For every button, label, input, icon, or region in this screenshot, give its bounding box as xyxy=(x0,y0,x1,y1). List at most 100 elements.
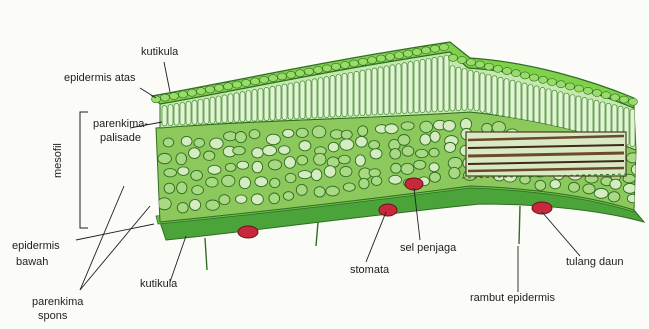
spongy-cell xyxy=(263,145,277,155)
palisade-cell xyxy=(240,92,245,122)
palisade-cell xyxy=(558,92,563,130)
spongy-cell xyxy=(269,193,280,204)
palisade-cell xyxy=(294,82,299,119)
palisade-cell xyxy=(342,73,347,116)
epidermis-cell xyxy=(422,47,431,54)
spongy-cell xyxy=(239,177,250,189)
label-mesofil: mesofil xyxy=(52,143,64,178)
palisade-cell xyxy=(264,87,269,120)
palisade-cell xyxy=(570,95,575,133)
palisade-cell xyxy=(432,57,437,112)
spongy-cell xyxy=(194,138,205,147)
palisade-cell xyxy=(438,56,443,111)
epidermis-cell xyxy=(278,73,287,80)
epidermis-cell xyxy=(296,70,305,77)
epidermis-cell xyxy=(332,63,341,70)
spongy-cell xyxy=(608,192,620,202)
epidermis-cell xyxy=(188,89,197,96)
spongy-cell xyxy=(449,167,460,178)
epidermis-cell xyxy=(431,45,440,52)
epidermis-cell xyxy=(566,83,575,90)
spongy-cell xyxy=(369,141,380,149)
palisade-cell xyxy=(564,93,569,131)
palisade-cell xyxy=(492,76,497,115)
spongy-cell xyxy=(385,124,398,134)
spongy-cell xyxy=(225,163,236,171)
palisade-cell xyxy=(486,74,491,113)
spongy-cell xyxy=(430,131,440,142)
palisade-cell xyxy=(534,86,539,125)
label-parenkima-spons-line1: parenkima xyxy=(32,296,83,308)
mesofil-bracket xyxy=(80,112,88,228)
spongy-cell xyxy=(420,121,433,132)
epidermis-cell xyxy=(530,74,539,81)
palisade-cell xyxy=(366,69,371,115)
spongy-cell xyxy=(181,136,192,146)
spongy-cell xyxy=(443,120,455,131)
epidermis-cell xyxy=(215,84,224,91)
spongy-cell xyxy=(237,161,249,169)
spongy-cell xyxy=(535,180,546,190)
spongy-cell xyxy=(283,192,293,201)
spongy-cell xyxy=(359,178,369,189)
spongy-cell xyxy=(358,126,368,136)
epidermis-cell xyxy=(314,66,323,73)
spongy-cell xyxy=(296,128,308,137)
spongy-cell xyxy=(158,198,172,210)
palisade-cell xyxy=(210,97,215,123)
spongy-cell xyxy=(222,175,235,186)
spongy-cell xyxy=(623,183,636,193)
palisade-cell xyxy=(372,68,377,115)
spongy-cell xyxy=(164,169,177,177)
epidermis-cell xyxy=(449,54,458,61)
spongy-cell xyxy=(391,163,401,173)
epidermis-cell xyxy=(341,62,350,69)
spongy-cell xyxy=(583,184,595,194)
spongy-cell xyxy=(296,184,307,195)
epidermis-cell xyxy=(611,94,620,101)
epidermis-cell xyxy=(287,71,296,78)
spongy-cell xyxy=(314,187,325,197)
palisade-cell xyxy=(516,82,521,121)
palisade-cell xyxy=(324,77,329,118)
label-kutikula-top: kutikula xyxy=(141,46,178,58)
epidermis-cell xyxy=(350,60,359,67)
palisade-cell xyxy=(390,65,395,114)
palisade-cell xyxy=(396,64,401,114)
spongy-cell xyxy=(326,186,339,196)
palisade-cell xyxy=(576,96,581,134)
palisade-cell xyxy=(408,62,413,114)
spongy-cell xyxy=(312,126,326,138)
epidermis-cell xyxy=(152,96,161,103)
spongy-cell xyxy=(340,166,352,176)
palisade-cell xyxy=(354,71,359,116)
label-stomata: stomata xyxy=(350,264,389,276)
spongy-cell xyxy=(189,148,201,159)
palisade-cell xyxy=(426,58,431,112)
spongy-cell xyxy=(208,165,221,174)
palisade-cell xyxy=(546,89,551,128)
palisade-cell xyxy=(222,95,227,123)
palisade-cell xyxy=(198,99,203,124)
palisade-cell xyxy=(414,60,419,112)
spongy-cell xyxy=(550,180,561,189)
spongy-cell xyxy=(163,138,173,147)
palisade-cell xyxy=(384,66,389,115)
palisade-cell xyxy=(306,80,311,119)
palisade-cell xyxy=(216,96,221,123)
spongy-cell xyxy=(429,172,440,182)
epidermis-cell xyxy=(413,48,422,55)
epidermis-cell xyxy=(251,78,260,85)
label-parenkima-spons-line2: spons xyxy=(38,310,67,322)
palisade-cell xyxy=(282,84,287,120)
spongy-cell xyxy=(206,177,218,187)
epidermis-cell xyxy=(359,58,368,65)
epidermis-cell xyxy=(593,89,602,96)
palisade-cell xyxy=(498,77,503,116)
spongy-cell xyxy=(420,134,431,145)
spongy-cell xyxy=(178,167,189,176)
spongy-cell xyxy=(177,203,188,213)
epidermis-cell xyxy=(224,83,233,90)
spongy-cell xyxy=(402,146,414,156)
label-kutikula-bottom: kutikula xyxy=(140,278,177,290)
